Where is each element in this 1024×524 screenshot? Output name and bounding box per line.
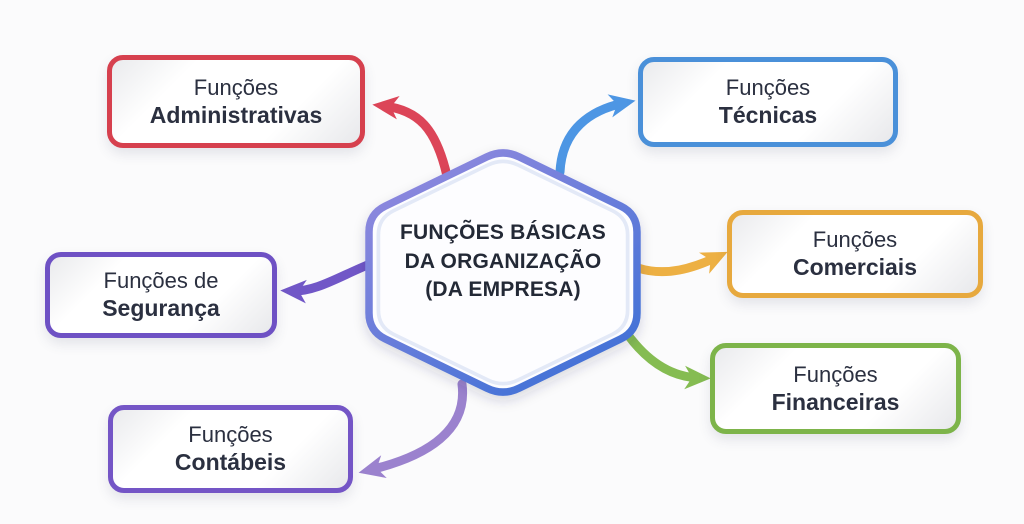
node-contabeis: Funções Contábeis	[108, 405, 353, 493]
node-seguranca-line1: Funções de	[103, 268, 219, 294]
center-title-line2: DA ORGANIZAÇÃO	[404, 249, 602, 273]
node-financeiras: Funções Financeiras	[710, 343, 961, 434]
node-administrativas: Funções Administrativas	[107, 55, 365, 148]
arrow-contabeis	[358, 379, 468, 479]
node-financeiras-line2: Financeiras	[771, 388, 900, 415]
node-comerciais-line2: Comerciais	[792, 254, 917, 281]
node-administrativas-line1: Funções	[193, 74, 279, 100]
arrow-financeiras	[623, 330, 711, 390]
center-title-line1: FUNÇÕES BÁSICAS	[399, 221, 607, 244]
central-hexagon	[365, 149, 641, 396]
node-seguranca: Funções de Segurança	[45, 252, 277, 338]
center-title: FUNÇÕES BÁSICAS DA ORGANIZAÇÃO (DA EMPRE…	[381, 219, 625, 305]
node-tecnicas-line2: Técnicas	[718, 102, 818, 129]
node-seguranca-line2: Segurança	[102, 295, 220, 322]
node-tecnicas-line1: Funções	[725, 75, 811, 101]
center-title-line3: (DA EMPRESA)	[425, 278, 581, 302]
node-contabeis-line2: Contábeis	[174, 449, 287, 476]
node-comerciais: Funções Comerciais	[727, 210, 983, 298]
arrow-administrativas	[372, 96, 452, 181]
arrow-seguranca	[280, 259, 375, 304]
central-hexagon-border	[365, 149, 641, 396]
node-contabeis-line1: Funções	[188, 422, 273, 448]
central-hexagon-inner-ring	[376, 159, 630, 386]
node-tecnicas: Funções Técnicas	[638, 57, 898, 147]
arrow-tecnicas	[555, 94, 636, 177]
arrow-comerciais	[633, 251, 728, 277]
node-administrativas-line2: Administrativas	[149, 101, 323, 128]
node-comerciais-line1: Funções	[812, 227, 898, 253]
node-financeiras-line1: Funções	[793, 361, 878, 387]
